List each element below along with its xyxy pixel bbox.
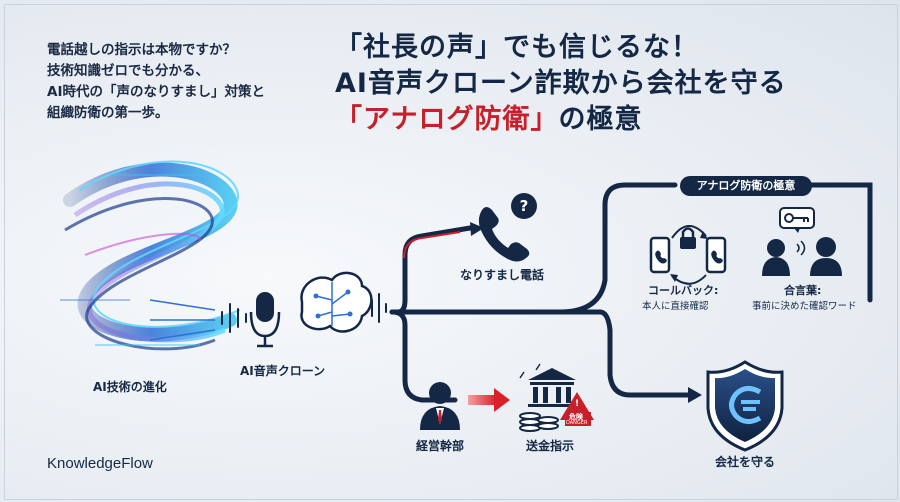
- brand-logo: KnowledgeFlow: [47, 455, 153, 472]
- smartphones-lock-icon: [649, 225, 727, 285]
- arrow-to-shield: [688, 387, 702, 403]
- label-remittance: 送金指示: [526, 439, 575, 453]
- danger-sign-icon: !: [560, 392, 594, 426]
- label-ai-evolution: AI技術の進化: [93, 380, 167, 394]
- svg-text:!: !: [575, 399, 579, 409]
- label-spoof-call: なりすまし電話: [460, 268, 545, 282]
- danger-en: DANGER: [566, 420, 588, 426]
- headline-line-1: 「社長の声」でも信じるな！: [335, 32, 699, 63]
- people-key-icon: [762, 207, 842, 276]
- label-executive: 経営幹部: [416, 439, 465, 453]
- danger-jp: 危険: [569, 413, 583, 421]
- svg-text:?: ?: [520, 197, 529, 215]
- headline-line-3: 「アナログ防衛」の極意: [335, 102, 895, 138]
- headline-line-2: AI音声クローン詐欺から会社を守る: [335, 68, 787, 99]
- intro-line-3: AI時代の「声のなりすまし」対策と: [47, 84, 265, 100]
- callback-title: コールバック:: [648, 284, 719, 297]
- label-protect-company: 会社を守る: [715, 455, 776, 469]
- callback-desc: 本人に直接確認: [642, 301, 709, 312]
- shield-icon: [706, 360, 784, 452]
- soundwave-left: [221, 303, 247, 333]
- headline-line-3-rest: の極意: [558, 104, 643, 135]
- bank-coins-icon: [519, 363, 576, 432]
- phone-question-icon: ?: [478, 193, 537, 262]
- defense-connector: [557, 182, 873, 398]
- headline-red-phrase: 「アナログ防衛」: [335, 104, 559, 135]
- microphone-icon: [249, 292, 281, 348]
- label-voice-clone: AI音声クローン: [240, 364, 326, 378]
- intro-line-2: 技術知識ゼロでも分かる、: [47, 63, 209, 79]
- businessman-icon: [420, 382, 460, 430]
- red-accent-line: [403, 231, 461, 259]
- headline: 「社長の声」でも信じるな！ AI音声クローン詐欺から会社を守る 「アナログ防衛」…: [335, 30, 895, 138]
- red-arrow: [468, 388, 510, 412]
- intro-line-4: 組織防衛の第一歩。: [47, 105, 169, 121]
- intro-line-1: 電話越しの指示は本物ですか？: [47, 42, 236, 58]
- intro-text: 電話越しの指示は本物ですか？ 技術知識ゼロでも分かる、 AI時代の「声のなりすま…: [47, 40, 265, 124]
- passphrase-desc: 事前に決めた確認ワード: [752, 301, 857, 312]
- ai-swirl-icon: [60, 160, 241, 351]
- passphrase-title: 合言葉:: [784, 284, 822, 297]
- soundwave-right: [371, 293, 387, 323]
- arrow-to-phone: [470, 222, 484, 236]
- frame-border: [4, 4, 898, 500]
- flow-arrows-left: [149, 299, 216, 341]
- brain-circuit-icon: [300, 271, 373, 333]
- analog-defense-badge: アナログ防衛の極意: [680, 176, 812, 196]
